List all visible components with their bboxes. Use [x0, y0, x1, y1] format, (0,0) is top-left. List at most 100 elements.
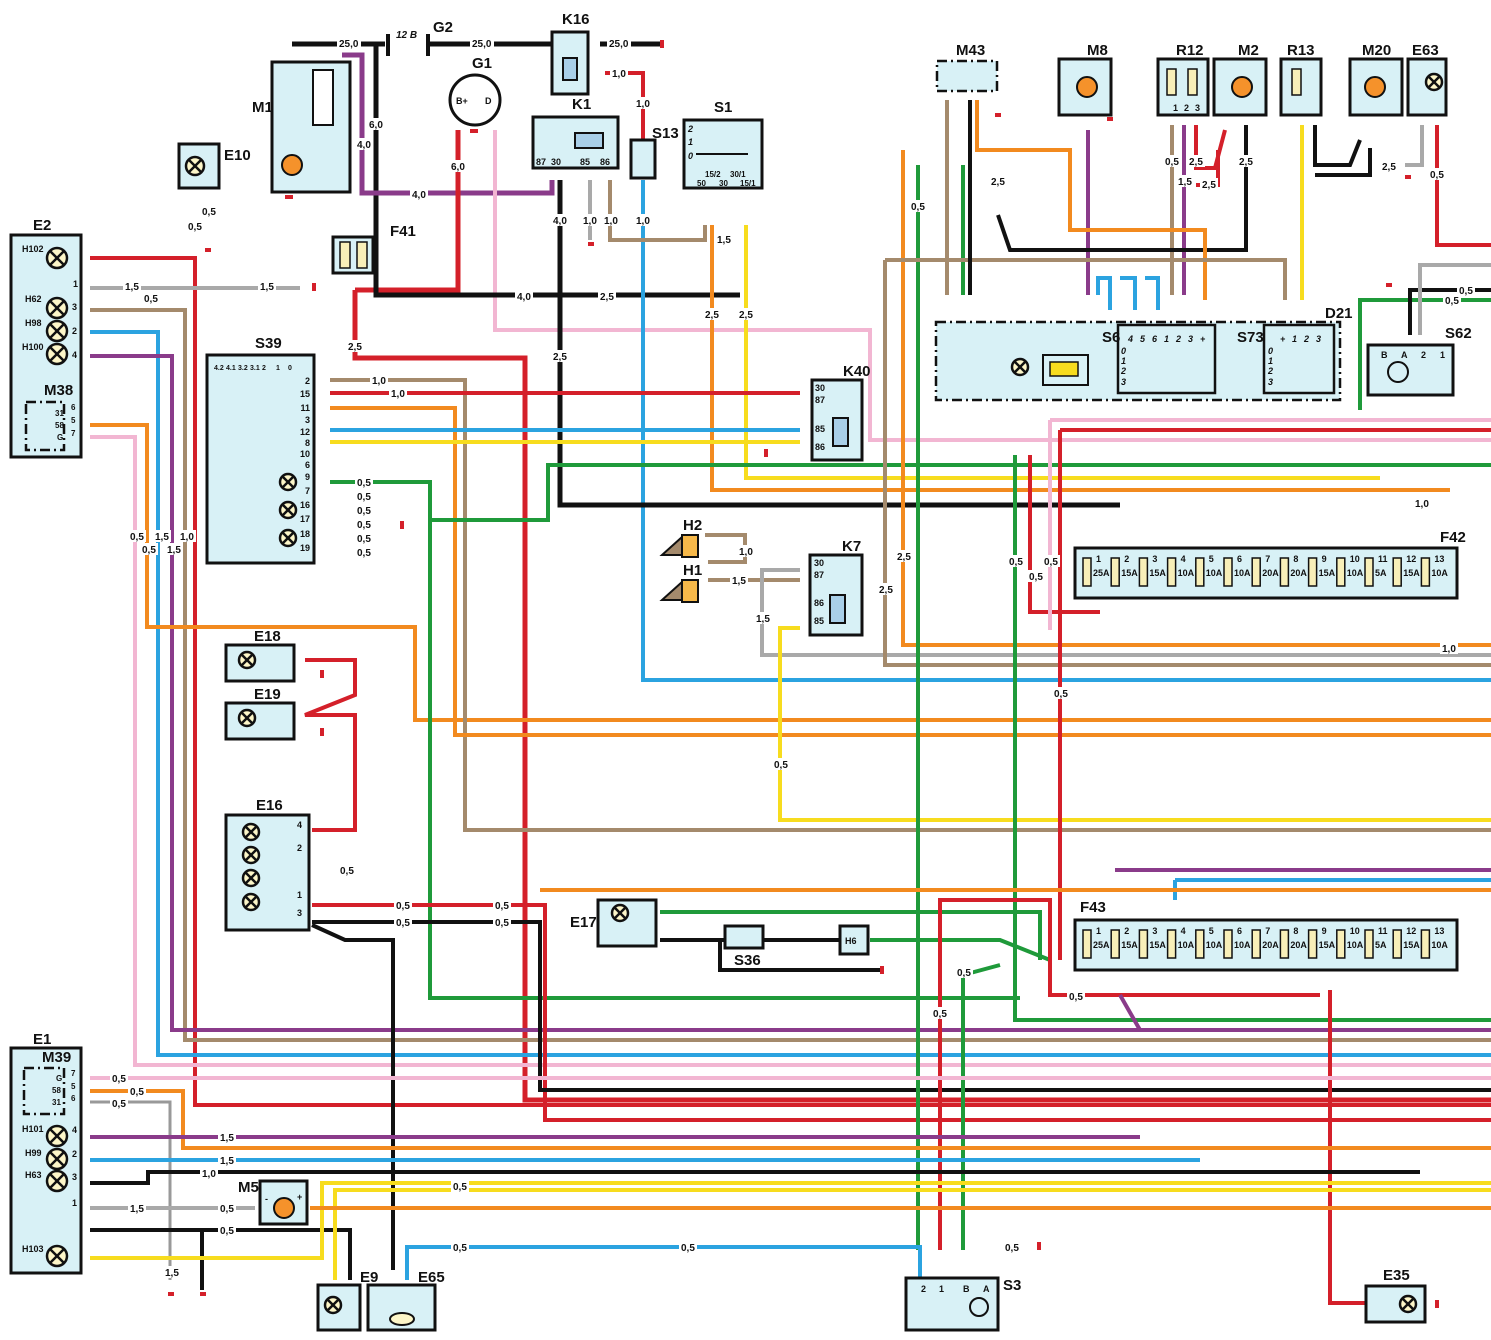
fuse-number: 13	[1434, 926, 1444, 936]
label-k7: K7	[842, 538, 861, 555]
svg-text:A: A	[983, 1284, 990, 1294]
svg-text:H62: H62	[25, 294, 42, 304]
fuse-number: 3	[1152, 554, 1157, 564]
svg-text:2,5: 2,5	[897, 552, 911, 563]
relay-k16: K16	[550, 11, 590, 96]
wire-yellow-e1	[90, 1181, 1491, 1280]
svg-text:2: 2	[1120, 366, 1126, 376]
fuse-rating: 10A	[1431, 940, 1448, 950]
svg-text:5: 5	[71, 416, 76, 425]
svg-text:0,5: 0,5	[357, 520, 371, 531]
svg-text:30: 30	[814, 558, 824, 568]
svg-text:17: 17	[300, 514, 310, 524]
wire-brown-25	[883, 260, 1491, 667]
svg-text:30: 30	[551, 157, 561, 167]
svg-text:0,5: 0,5	[220, 1204, 234, 1215]
wire-orange-m43	[975, 100, 1207, 300]
motor-icon	[1364, 76, 1386, 98]
svg-text:87: 87	[815, 395, 825, 405]
label-k1: K1	[572, 96, 591, 113]
motor-icon	[273, 1197, 295, 1219]
fuse-number: 12	[1406, 926, 1416, 936]
svg-text:2: 2	[262, 365, 266, 372]
fuse-rating: 5A	[1375, 568, 1387, 578]
svg-text:2: 2	[305, 376, 310, 386]
svg-text:0,5: 0,5	[453, 1243, 467, 1254]
svg-text:2,5: 2,5	[879, 585, 893, 596]
svg-text:0,5: 0,5	[144, 294, 158, 305]
svg-text:8: 8	[305, 438, 310, 448]
ground-icon	[1037, 1242, 1041, 1250]
wire-red-e2	[90, 256, 1491, 1107]
fuse-rating: 10A	[1178, 568, 1195, 578]
svg-text:1: 1	[1268, 356, 1273, 366]
motor-m5: - + M5	[238, 1179, 309, 1226]
wire-grey-e63	[1405, 125, 1424, 167]
ignition-switch-s1: 2 1 0 15/2 30/1 50 30 15/1 S1	[682, 99, 764, 190]
wire-red-f42	[1028, 455, 1100, 614]
fuse-number: 2	[1124, 554, 1129, 564]
svg-text:0,5: 0,5	[130, 532, 144, 543]
svg-text:58: 58	[52, 1086, 61, 1095]
lamp-e9: E9	[316, 1269, 378, 1332]
motor-m8: M8	[1057, 42, 1113, 117]
label-d21: D21	[1325, 305, 1353, 322]
label-s62: S62	[1445, 325, 1472, 342]
svg-text:+: +	[1200, 334, 1206, 344]
fuse-icon	[1251, 929, 1261, 959]
label-h2: H2	[683, 517, 702, 534]
ground-icon	[995, 113, 1001, 117]
motor-m2: M2	[1212, 42, 1268, 117]
wire-orange-s39	[330, 406, 1491, 737]
svg-text:0,5: 0,5	[1044, 557, 1058, 568]
lamp-e35: E35	[1364, 1267, 1427, 1324]
relay-k1: 87 30 85 86 K1	[531, 96, 620, 170]
fuse-rating: 25A	[1093, 568, 1110, 578]
svg-text:0,5: 0,5	[453, 1182, 467, 1193]
svg-text:31: 31	[52, 1098, 61, 1107]
svg-text:0,5: 0,5	[357, 506, 371, 517]
label-e19: E19	[254, 686, 281, 703]
svg-text:2,5: 2,5	[1239, 157, 1253, 168]
fuse-number: 10	[1350, 926, 1360, 936]
svg-text:1: 1	[939, 1284, 944, 1294]
fuse-icon	[1110, 557, 1120, 587]
fuse-rating: 20A	[1262, 940, 1279, 950]
fuse-number: 4	[1181, 554, 1186, 564]
wire-green-s39	[330, 480, 1020, 1000]
resistor-r12: 1 2 3 R12	[1156, 42, 1210, 117]
label-h1: H1	[683, 562, 702, 579]
ground-icon	[470, 129, 478, 133]
svg-text:0,5: 0,5	[495, 918, 509, 929]
svg-text:0,5: 0,5	[1005, 1243, 1019, 1254]
svg-text:58: 58	[55, 421, 64, 430]
svg-text:4,0: 4,0	[517, 292, 531, 303]
label-e65: E65	[418, 1269, 445, 1286]
headlight-e2: H102 H62 H98 H100 1 3 2 4 31 58 G 6 5 7 …	[9, 217, 83, 459]
fuse-number: 8	[1293, 926, 1298, 936]
svg-text:1,0: 1,0	[636, 99, 650, 110]
fuse-number: 4	[1181, 926, 1186, 936]
svg-text:1,5: 1,5	[155, 532, 169, 543]
fuse-number: 9	[1322, 926, 1327, 936]
motor-icon	[1076, 76, 1098, 98]
svg-text:2: 2	[1421, 350, 1426, 360]
fuse-number: 9	[1322, 554, 1327, 564]
svg-text:9: 9	[305, 472, 310, 482]
fuse-icon	[1336, 929, 1346, 959]
svg-text:6: 6	[305, 460, 310, 470]
svg-text:2: 2	[72, 1149, 77, 1159]
fuse-icon	[1336, 557, 1346, 587]
svg-text:2: 2	[72, 326, 77, 336]
ground-icon	[200, 1292, 206, 1296]
fuse-rating: 15A	[1121, 568, 1138, 578]
svg-text:1,5: 1,5	[732, 576, 746, 587]
svg-text:0,5: 0,5	[112, 1074, 126, 1085]
wire-brown-s39	[330, 378, 1491, 832]
